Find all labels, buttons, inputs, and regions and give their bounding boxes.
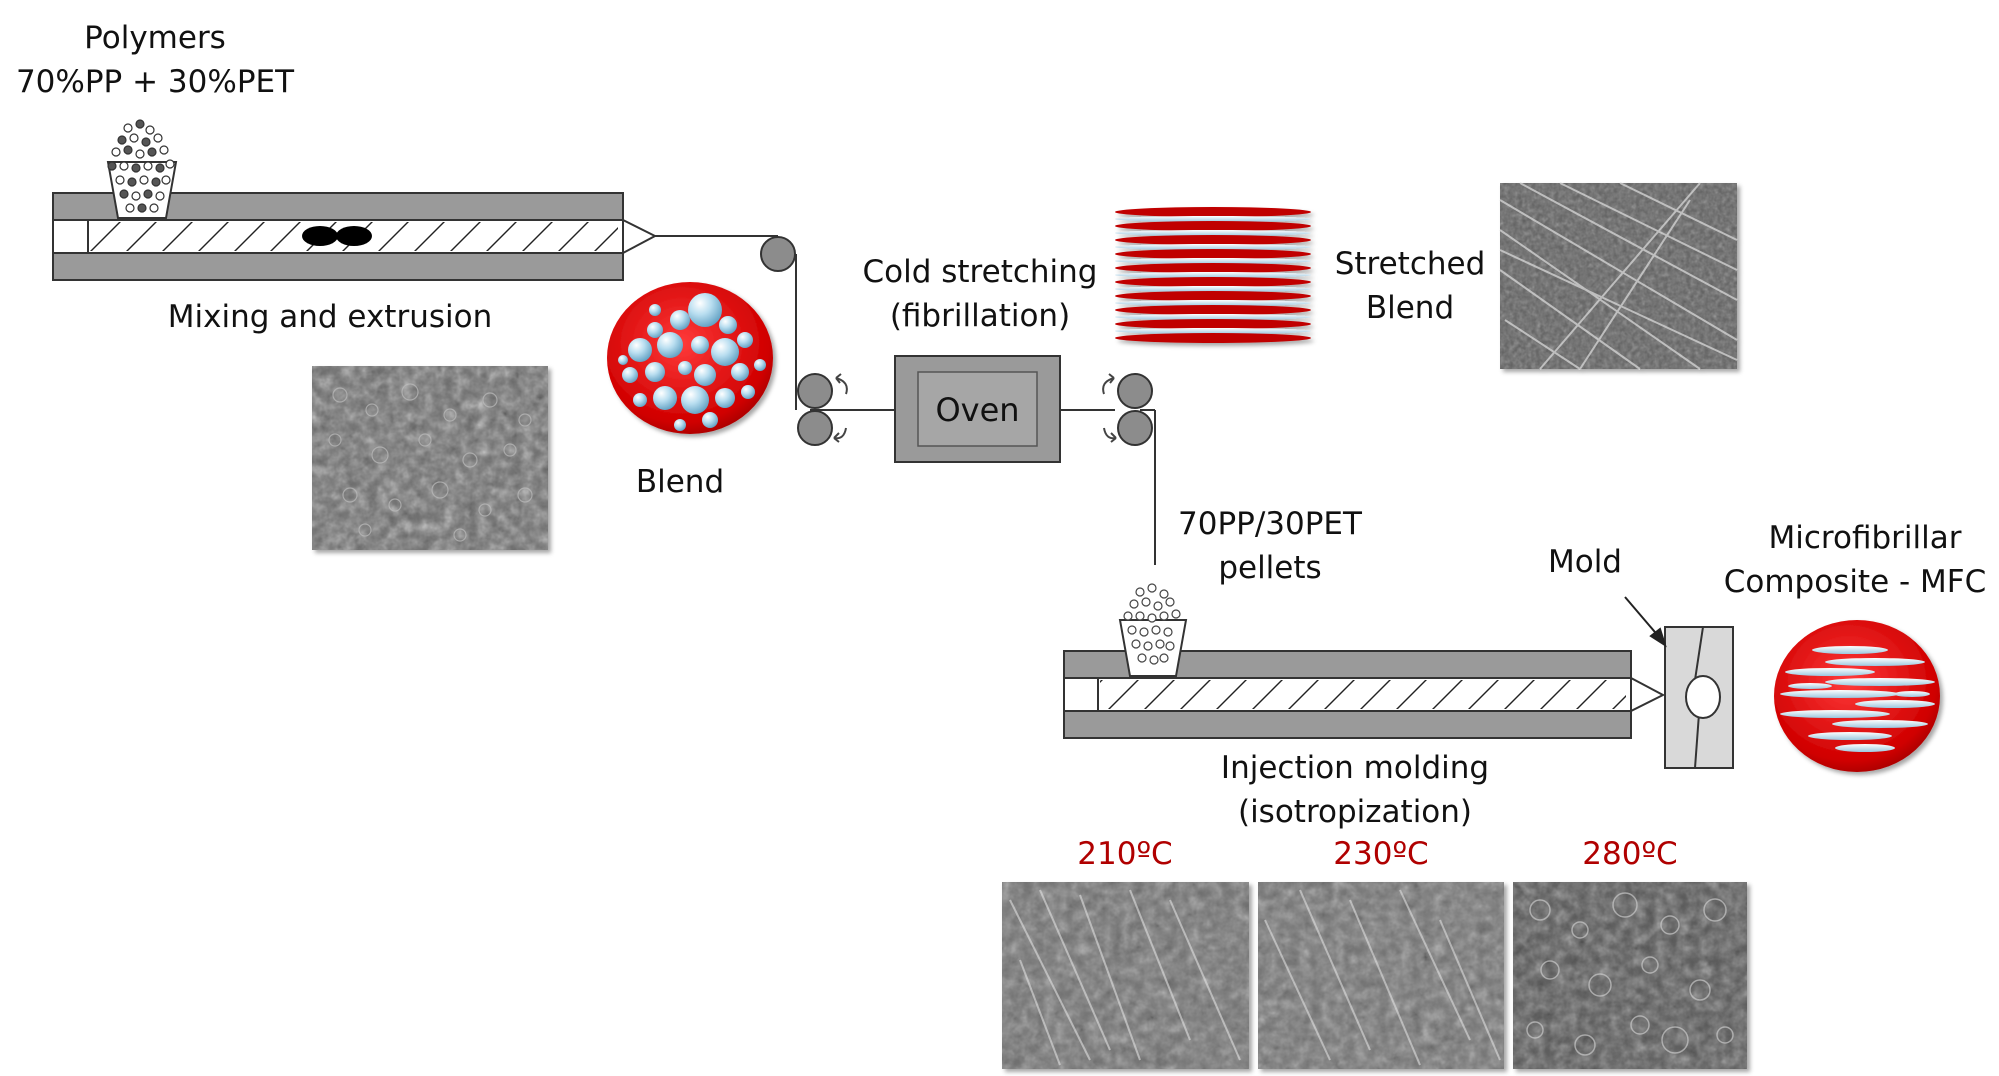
- hopper-top: [106, 119, 178, 219]
- rollers: [760, 236, 1153, 446]
- pellets-composition-label: 70PP/30PET: [1178, 506, 1362, 542]
- mixing-extrusion-label: Mixing and extrusion: [167, 299, 493, 335]
- fibrillation-label: (fibrillation): [889, 298, 1071, 334]
- injection-molding-label: Injection molding: [1220, 750, 1490, 786]
- pellets-label: pellets: [1218, 550, 1322, 586]
- sem-image-230: [1258, 882, 1504, 1069]
- mfc-fiber-circle: [1774, 620, 1940, 772]
- sem-image-blend: [312, 366, 548, 550]
- mfc-composite-label: Composite - MFC: [1723, 564, 1987, 600]
- isotropization-label: (isotropization): [1237, 794, 1473, 830]
- stretched-blend-stack: [1115, 207, 1311, 343]
- temperature-label-210: 210ºC: [1077, 836, 1173, 872]
- sem-image-280: [1513, 882, 1747, 1069]
- mixing-extruder: [52, 192, 658, 281]
- injection-extruder: [1063, 650, 1666, 739]
- cold-stretching-label: Cold stretching: [862, 254, 1098, 290]
- temperature-label-280: 280ºC: [1582, 836, 1678, 872]
- mold-label: Mold: [1547, 544, 1622, 580]
- stretched-label: Stretched: [1334, 246, 1486, 282]
- roller-rotation-arrows: [833, 373, 1117, 443]
- stretched-blend-label: Blend: [1365, 290, 1455, 326]
- polymers-composition-label: 70%PP + 30%PET: [15, 64, 295, 100]
- blend-droplet-circle: [607, 282, 773, 434]
- mold-pointer-arrow: [1624, 596, 1667, 648]
- polymers-label: Polymers: [84, 20, 226, 56]
- hopper-bottom: [1118, 583, 1188, 677]
- sem-image-stretched: [1499, 182, 1738, 370]
- mold-block: [1664, 626, 1734, 769]
- temperature-label-230: 230ºC: [1333, 836, 1429, 872]
- strand-path-top: [655, 235, 1156, 565]
- oven-label: Oven: [935, 391, 1020, 429]
- mfc-label: Microfibrillar: [1768, 520, 1962, 556]
- sem-image-210: [1002, 882, 1249, 1069]
- oven-box: [894, 355, 1061, 463]
- blend-label: Blend: [635, 464, 725, 500]
